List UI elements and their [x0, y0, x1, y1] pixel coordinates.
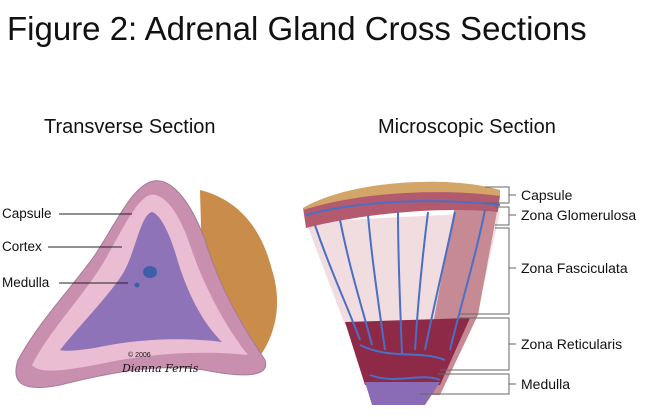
blood-vessels	[305, 200, 501, 381]
copyright-notice: © 2006	[128, 352, 151, 359]
glomerulosa-zone	[303, 190, 500, 228]
microscopic-heading: Microscopic Section	[378, 116, 556, 138]
label-zona-fasciculata: Zona Fasciculata	[521, 260, 628, 276]
label-medulla-micro: Medulla	[521, 376, 571, 392]
transverse-section-illustration	[15, 180, 278, 389]
capsule-cap	[303, 181, 500, 210]
transverse-heading: Transverse Section	[44, 116, 216, 138]
figure-title: Figure 2: Adrenal Gland Cross Sections	[7, 10, 587, 47]
label-cortex: Cortex	[2, 239, 42, 254]
central-vein	[143, 266, 157, 278]
label-zona-glomerulosa: Zona Glomerulosa	[521, 207, 637, 223]
label-capsule-micro: Capsule	[521, 187, 573, 203]
microscopic-section-illustration	[303, 181, 501, 405]
artist-signature: Dianna Ferris	[122, 362, 199, 375]
transverse-leader-lines	[48, 213, 132, 284]
medulla-region	[60, 212, 222, 351]
microscopic-brackets	[420, 186, 516, 395]
label-medulla: Medulla	[2, 275, 50, 290]
label-zona-reticularis: Zona Reticularis	[521, 336, 623, 352]
label-capsule: Capsule	[2, 206, 52, 221]
medulla-zone	[365, 382, 440, 405]
reticularis-zone	[345, 318, 470, 385]
